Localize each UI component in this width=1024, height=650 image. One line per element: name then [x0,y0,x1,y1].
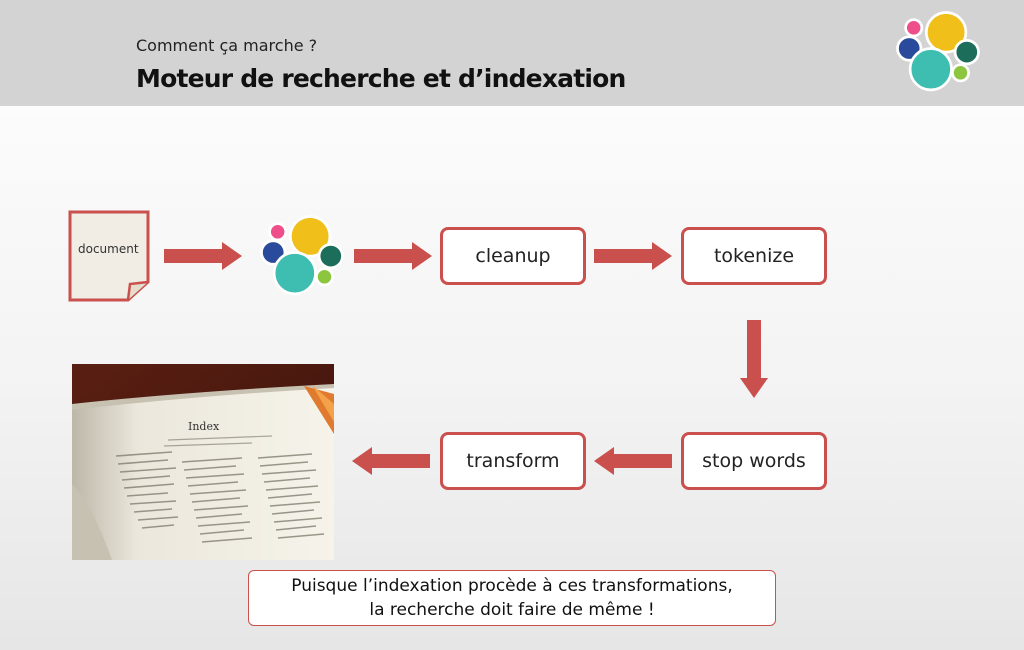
step-stop-words: stop words [681,432,827,490]
elasticsearch-logo-icon [896,11,980,92]
document-label: document [78,242,139,256]
arrow-stop-words-to-transform [594,447,672,475]
page-subtitle: Comment ça marche ? [136,36,318,55]
arrow-transform-to-index [352,447,430,475]
photo-page-heading: Index [188,420,220,433]
step-tokenize: tokenize [681,227,827,285]
page-title: Moteur de recherche et d’indexation [136,64,626,93]
arrow-logo-to-cleanup [354,242,432,270]
arrow-cleanup-to-tokenize [594,242,672,270]
arrow-tokenize-to-stop-words [740,320,768,398]
document-icon [68,210,150,302]
index-book-photo: Index [72,364,334,560]
note-box: Puisque l’indexation procède à ces trans… [248,570,776,626]
arrow-document-to-logo [164,242,242,270]
step-transform: transform [440,432,586,490]
note-line-1: Puisque l’indexation procède à ces trans… [291,576,733,596]
note-line-2: la recherche doit faire de même ! [369,600,655,620]
elasticsearch-logo-icon [260,215,344,296]
step-cleanup: cleanup [440,227,586,285]
header-bar: Comment ça marche ? Moteur de recherche … [0,0,1024,106]
